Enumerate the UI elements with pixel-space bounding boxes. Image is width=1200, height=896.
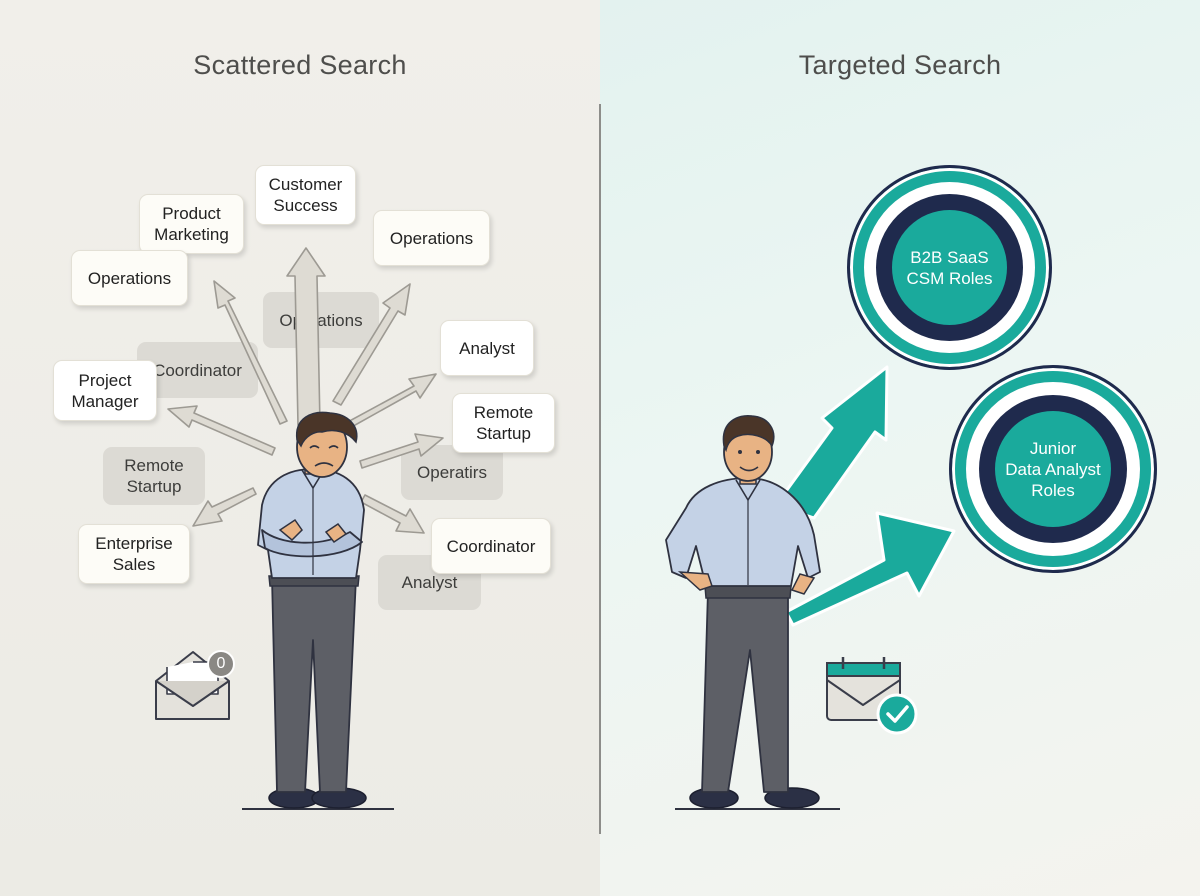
role-bubble: Customer Success [255, 165, 356, 225]
arrow-icon [774, 365, 889, 520]
role-bubble: Product Marketing [139, 194, 244, 254]
confident-person-illustration [665, 414, 840, 810]
targeted-search-panel: Targeted Search B2B SaaS CSM Roles Junio… [600, 0, 1200, 896]
target-circle-core [995, 411, 1111, 527]
arrow-icon [192, 487, 257, 527]
role-bubble: Coordinator [431, 518, 551, 574]
arrow-icon [213, 280, 288, 425]
check-icon [876, 693, 918, 735]
confused-person-illustration [242, 411, 394, 810]
arrow-icon [332, 283, 411, 406]
arrow-icon [167, 405, 276, 456]
calendar-icon [826, 657, 901, 721]
role-bubble: Operations [71, 250, 188, 306]
arrow-icon [784, 511, 956, 627]
scattered-search-panel: Scattered Search Operations Coordinator … [0, 0, 600, 896]
targeted-search-title: Targeted Search [798, 50, 1002, 80]
targeted-arrows [774, 365, 956, 627]
role-bubble: Operations [373, 210, 490, 266]
role-bubble: Project Manager [53, 360, 157, 421]
faded-role-bubble: Operations [263, 292, 379, 348]
role-bubble: Analyst [440, 320, 534, 376]
envelope-icon [155, 650, 235, 720]
arrow-icon [359, 433, 444, 469]
scattered-arrows [167, 247, 444, 534]
panel-divider [599, 104, 601, 834]
arrow-icon [360, 494, 425, 534]
role-bubble: Remote Startup [452, 393, 555, 453]
arrow-icon [343, 373, 437, 430]
arrow-icon [286, 247, 326, 426]
faded-role-bubble: Coordinator [137, 342, 258, 398]
faded-role-bubble: Operatirs [401, 445, 503, 500]
target-circle-core [892, 210, 1007, 325]
scattered-search-title: Scattered Search [193, 50, 407, 80]
role-bubble: Enterprise Sales [78, 524, 190, 584]
faded-role-bubble: Remote Startup [103, 447, 205, 505]
target-label: B2B SaaS CSM Roles [906, 247, 993, 288]
target-label: Junior Data Analyst Roles [1005, 438, 1101, 500]
inbox-count-badge: 0 [216, 655, 226, 672]
